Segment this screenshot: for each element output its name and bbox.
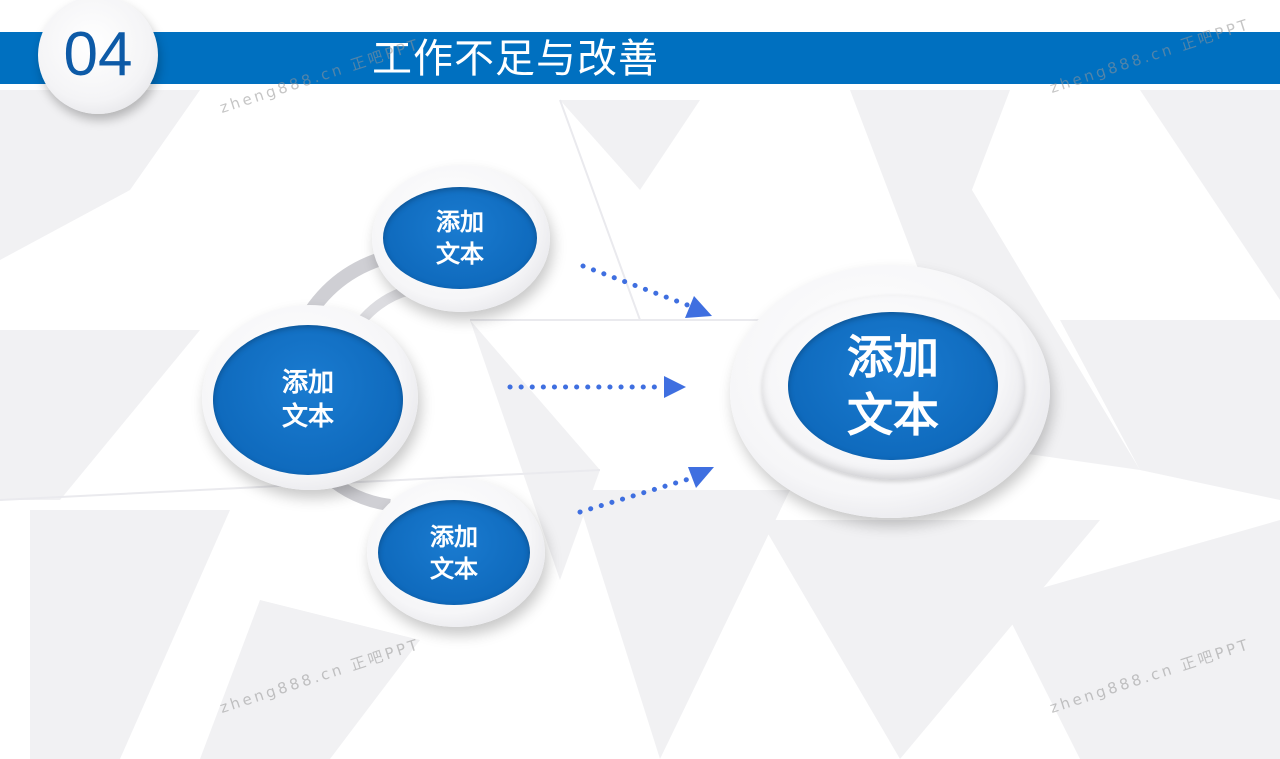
node-label: 添加 [430, 522, 478, 551]
dotted-arrow-bottom [577, 475, 695, 515]
node-label: 添加 [281, 368, 334, 398]
target-node: 添加文本 [730, 265, 1050, 518]
node-label: 文本 [436, 240, 484, 268]
arrowhead-icon [664, 376, 686, 398]
dotted-arrow-top [580, 263, 693, 309]
header-bar [0, 32, 1280, 84]
source-node-top: 添加文本 [372, 165, 550, 312]
source-node-bottom: 添加文本 [367, 478, 545, 627]
node-label: 文本 [847, 388, 939, 442]
node-label: 添加 [847, 330, 939, 384]
arrowhead-icon [688, 467, 714, 488]
section-number: 04 [63, 20, 133, 89]
section-number-badge: 04 [38, 0, 158, 114]
target-node-ring: 添加文本 [762, 295, 1025, 480]
node-label: 添加 [436, 208, 484, 236]
node-label: 文本 [281, 402, 334, 432]
page-title: 工作不足与改善 [372, 36, 659, 82]
arrowhead-icon [685, 296, 712, 318]
source-node-middle: 添加文本 [202, 305, 418, 490]
node-label: 文本 [430, 554, 478, 583]
